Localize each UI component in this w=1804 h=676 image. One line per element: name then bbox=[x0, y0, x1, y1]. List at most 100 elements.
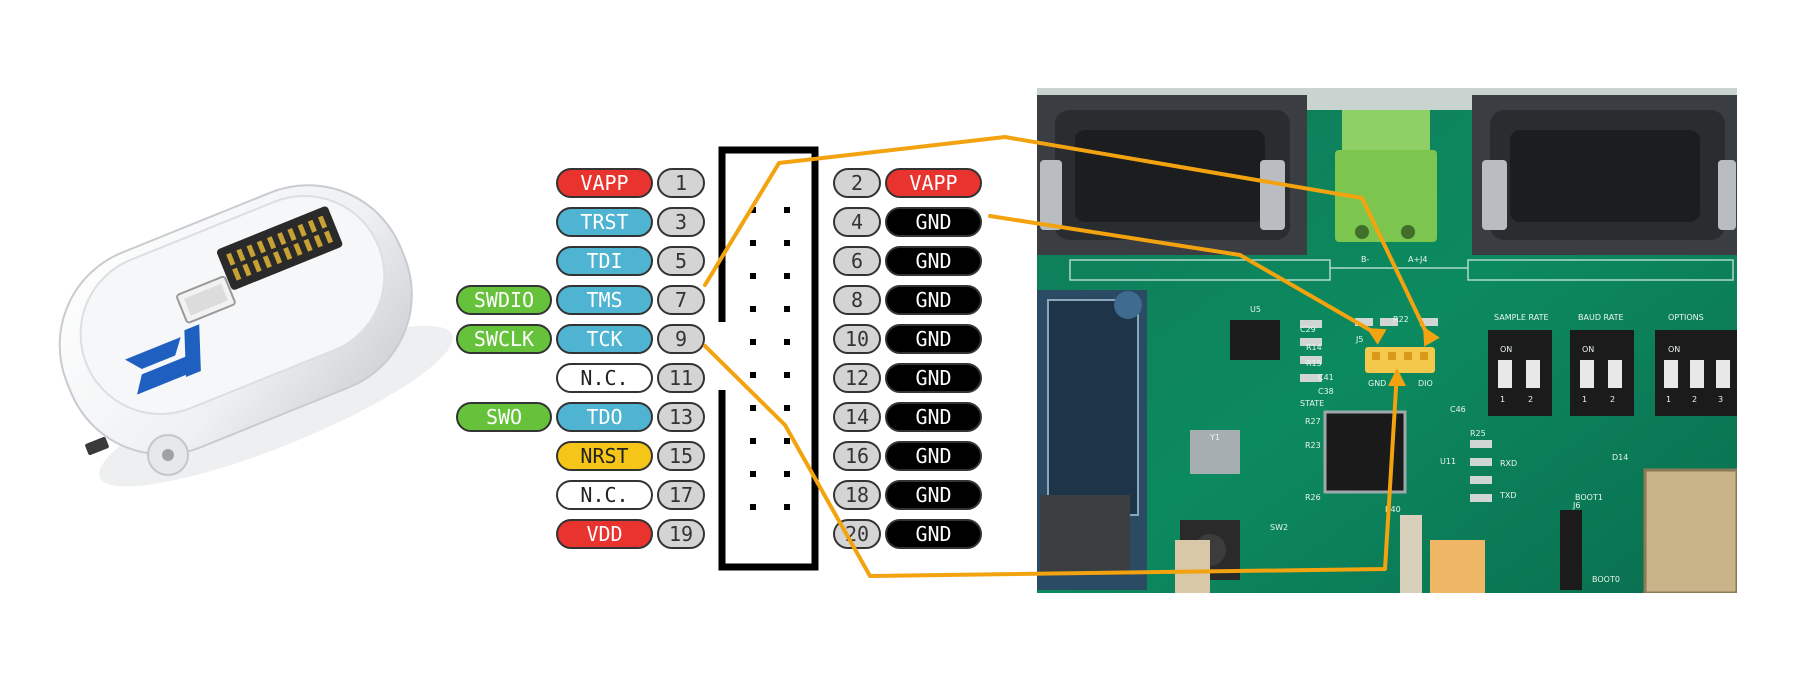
pin-signal-label: GND bbox=[915, 249, 951, 273]
pin-signal-label: TDI bbox=[586, 249, 622, 273]
pin-signal-label: GND bbox=[915, 366, 951, 390]
pin-19: VDD 19 bbox=[556, 519, 705, 549]
db9-connector-right bbox=[1472, 95, 1737, 255]
wire-gnd bbox=[988, 214, 1372, 332]
dip-switch-baud-rate bbox=[1570, 330, 1634, 416]
swd-alt-label-pill: SWDIO bbox=[456, 285, 552, 315]
pin-label-pill: TCK bbox=[556, 324, 653, 354]
silkscreen-label: C46 bbox=[1450, 405, 1466, 414]
pcb-swd-header bbox=[1365, 347, 1435, 373]
pin-number-pill: 5 bbox=[657, 246, 705, 276]
pin-number: 10 bbox=[845, 327, 869, 351]
silkscreen-label: B- bbox=[1361, 255, 1369, 264]
pin-6: 6 GND bbox=[833, 246, 982, 276]
silkscreen-label: 2 bbox=[1692, 395, 1697, 404]
pin-number-pill: 14 bbox=[833, 402, 881, 432]
pin-number: 13 bbox=[669, 405, 693, 429]
silkscreen-label: SW2 bbox=[1270, 523, 1288, 532]
silkscreen-label: R27 bbox=[1305, 417, 1321, 426]
pin-number: 2 bbox=[851, 171, 863, 195]
pin-number-pill: 8 bbox=[833, 285, 881, 315]
silkscreen-label: 1 bbox=[1666, 395, 1671, 404]
arrowhead-icon bbox=[1423, 326, 1440, 347]
pin-number-pill: 4 bbox=[833, 207, 881, 237]
silkscreen-label: R22 bbox=[1393, 315, 1409, 324]
pin-17: N.C. 17 bbox=[556, 480, 705, 510]
pin-label-pill: GND bbox=[885, 324, 982, 354]
pin-label-pill: GND bbox=[885, 519, 982, 549]
pin-11: N.C.11 bbox=[556, 363, 705, 393]
silkscreen-label: STATE bbox=[1300, 399, 1324, 408]
silkscreen-label: J5 bbox=[1355, 335, 1363, 344]
pin-number: 18 bbox=[845, 483, 869, 507]
pin-number: 16 bbox=[845, 444, 869, 468]
pin-signal-label: NRST bbox=[580, 444, 628, 468]
module-right bbox=[1643, 468, 1737, 593]
pin-label-pill: TRST bbox=[556, 207, 653, 237]
pin-number-pill: 17 bbox=[657, 480, 705, 510]
silkscreen-label: 3 bbox=[1718, 395, 1723, 404]
silkscreen-label: Y1 bbox=[1209, 433, 1220, 442]
pin-signal-label: TDO bbox=[586, 405, 622, 429]
silkscreen-label: C29 bbox=[1300, 325, 1316, 334]
swd-alt-label: SWDIO bbox=[474, 288, 534, 312]
device-swd-connector bbox=[176, 275, 236, 324]
swd-alt-label: SWCLK bbox=[474, 327, 534, 351]
pin-15: NRST 15 bbox=[556, 441, 705, 471]
pin-signal-label: TMS bbox=[586, 288, 622, 312]
pin-13: TDO 13 SWO bbox=[456, 402, 705, 432]
pin-number: 7 bbox=[675, 288, 687, 312]
pin-signal-label: VDD bbox=[586, 522, 622, 546]
silkscreen-label: 1 bbox=[1500, 395, 1505, 404]
pin-5: TDI 5 bbox=[556, 246, 705, 276]
pin-label-pill: GND bbox=[885, 246, 982, 276]
silkscreen-label: BAUD RATE bbox=[1578, 313, 1624, 322]
pin-number-pill: 15 bbox=[657, 441, 705, 471]
pin-number: 19 bbox=[669, 522, 693, 546]
pin-1: VAPP 1 bbox=[556, 168, 705, 198]
pin-signal-label: TRST bbox=[580, 210, 628, 234]
silkscreen-label: R23 bbox=[1305, 441, 1321, 450]
pin-number-pill: 10 bbox=[833, 324, 881, 354]
silkscreen-label: U5 bbox=[1250, 305, 1261, 314]
silkscreen-label: GND bbox=[1368, 379, 1386, 388]
pin-label-pill: VAPP bbox=[556, 168, 653, 198]
silkscreen-label: BOOT1 bbox=[1575, 493, 1603, 502]
silkscreen-label: 2 bbox=[1528, 395, 1533, 404]
pin-signal-label: N.C. bbox=[580, 483, 628, 507]
pin-number: 1 bbox=[675, 171, 687, 195]
silkscreen-label: BOOT0 bbox=[1592, 575, 1620, 584]
pin-number-pill: 12 bbox=[833, 363, 881, 393]
silkscreen-label: TXD bbox=[1499, 491, 1517, 500]
silkscreen-label: C38 bbox=[1318, 387, 1334, 396]
silkscreen-label: R14 bbox=[1306, 343, 1322, 352]
pin-10: 10 GND bbox=[833, 324, 982, 354]
pin-16: 16 GND bbox=[833, 441, 982, 471]
swd-alt-label-pill: SWO bbox=[456, 402, 552, 432]
pin-number: 4 bbox=[851, 210, 863, 234]
wire-swclk bbox=[703, 344, 1399, 578]
pin-number-pill: 6 bbox=[833, 246, 881, 276]
connection-wires bbox=[703, 135, 1427, 578]
pin-signal-label: VAPP bbox=[909, 171, 957, 195]
jst-connector bbox=[1430, 540, 1485, 593]
silkscreen-label: SAMPLE RATE bbox=[1494, 313, 1549, 322]
pin-7: TMS 7 SWDIO bbox=[456, 285, 705, 315]
crystal bbox=[1190, 430, 1240, 474]
pin-number: 14 bbox=[845, 405, 869, 429]
pin-signal-label: GND bbox=[915, 483, 951, 507]
pin-label-pill: GND bbox=[885, 363, 982, 393]
silkscreen-label: 1 bbox=[1582, 395, 1587, 404]
pin-label-pill: GND bbox=[885, 441, 982, 471]
pin-label-pill: VAPP bbox=[885, 168, 982, 198]
pin-label-pill: VDD bbox=[556, 519, 653, 549]
pin-number-pill: 11 bbox=[657, 363, 705, 393]
silkscreen-label: D14 bbox=[1612, 453, 1628, 462]
